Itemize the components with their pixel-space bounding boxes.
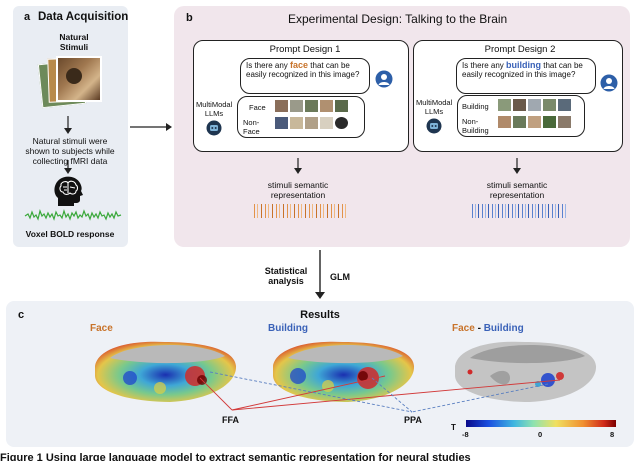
brain-surface-face: [95, 341, 237, 402]
brain-head-icon: [54, 176, 83, 206]
stimuli-label: Natural Stimuli: [59, 32, 89, 52]
prompt-1-question: Is there any face that can be easily rec…: [246, 60, 366, 80]
prompt-2-keyword: building: [506, 60, 542, 70]
colorbar-min: -8: [462, 430, 469, 439]
colorbar-mid: 0: [538, 430, 543, 439]
panel-a: [13, 6, 128, 247]
nonbuilding-thumb: [528, 116, 541, 128]
nonbuilding-thumb: [498, 116, 511, 128]
brain-label-face: Face: [90, 323, 113, 334]
ppa-label: PPA: [404, 415, 422, 425]
statistical-analysis-label: Statistical analysis: [264, 266, 308, 286]
llm-label-2: MultiModal LLMs: [416, 98, 453, 116]
building-thumb: [528, 99, 541, 111]
building-thumb: [558, 99, 571, 111]
nonface-thumb: [290, 117, 303, 129]
building-thumb: [513, 99, 526, 111]
prompt-2-question-bubble: [456, 58, 596, 94]
llm-label-1: MultiModal LLMs: [196, 100, 233, 118]
panel-c-title: Results: [300, 309, 340, 321]
prompt-2-question: Is there any building that can be easily…: [462, 60, 592, 80]
row-label-non-building: Non-Building: [462, 117, 489, 135]
colorbar-letter: T: [451, 423, 456, 432]
face-thumb: [335, 100, 348, 112]
nonbuilding-thumb: [513, 116, 526, 128]
bold-response-label: Voxel BOLD response: [25, 229, 115, 239]
ffa-label: FFA: [222, 415, 239, 425]
representation-label-2: stimuli semantic representation: [486, 180, 548, 200]
brain-label-contrast: Face - Building: [452, 323, 524, 334]
prompt-1-question-pre: Is there any: [246, 61, 291, 70]
brain-surface-contrast: [455, 341, 597, 402]
natural-stimuli-image-stack: [37, 54, 110, 114]
building-thumb: [543, 99, 556, 111]
prompt-1-question-post: that can be easily recognized in this im…: [246, 61, 360, 79]
face-thumb: [305, 100, 318, 112]
nonface-thumb: [335, 117, 348, 129]
panel-b-title: Experimental Design: Talking to the Brai…: [288, 12, 508, 26]
face-thumb: [320, 100, 333, 112]
panel-a-title: Data Acquisition: [38, 11, 129, 23]
nonbuilding-thumb: [558, 116, 571, 128]
colorbar-max: 8: [610, 430, 615, 439]
colorbar: [466, 420, 616, 427]
nonface-thumb: [275, 117, 288, 129]
panel-c-letter: c: [18, 309, 25, 321]
contrast-separator: -: [474, 323, 484, 334]
prompt-1-question-bubble: [240, 58, 370, 94]
prompt-design-2-title: Prompt Design 2: [484, 44, 556, 55]
face-thumb: [275, 100, 288, 112]
nonbuilding-thumb: [543, 116, 556, 128]
brain-surface-building: [273, 341, 415, 402]
panel-b-letter: b: [186, 12, 193, 24]
face-thumb: [290, 100, 303, 112]
row-label-non-face: Non-Face: [243, 118, 260, 136]
contrast-building: Building: [483, 323, 524, 334]
glm-label: GLM: [330, 272, 350, 282]
robot-icon-1: [206, 120, 222, 136]
face-representation-barcode: [254, 204, 348, 218]
building-thumb: [498, 99, 511, 111]
row-label-face: Face: [249, 103, 266, 112]
representation-label-1: stimuli semantic representation: [267, 180, 329, 200]
panel-a-caption: Natural stimuli were shown to subjects w…: [25, 136, 115, 166]
prompt-2-question-pre: Is there any: [462, 61, 507, 70]
panel-a-letter: a: [24, 11, 31, 23]
brain-label-building: Building: [268, 323, 308, 334]
row-label-building: Building: [462, 102, 489, 111]
user-avatar-icon-2: [600, 74, 618, 92]
prompt-design-1-title: Prompt Design 1: [269, 44, 341, 55]
nonface-thumb: [305, 117, 318, 129]
prompt-1-keyword: face: [290, 60, 309, 70]
nonface-thumb: [320, 117, 333, 129]
prompt-2-question-post: that can be easily recognized in this im…: [462, 61, 583, 79]
user-avatar-icon-1: [375, 70, 393, 88]
contrast-face: Face: [452, 323, 475, 334]
building-representation-barcode: [472, 204, 566, 218]
bold-response-trace: [24, 208, 122, 221]
figure-caption: Figure 1 Using large language model to e…: [0, 452, 471, 461]
robot-icon-2: [426, 118, 442, 134]
